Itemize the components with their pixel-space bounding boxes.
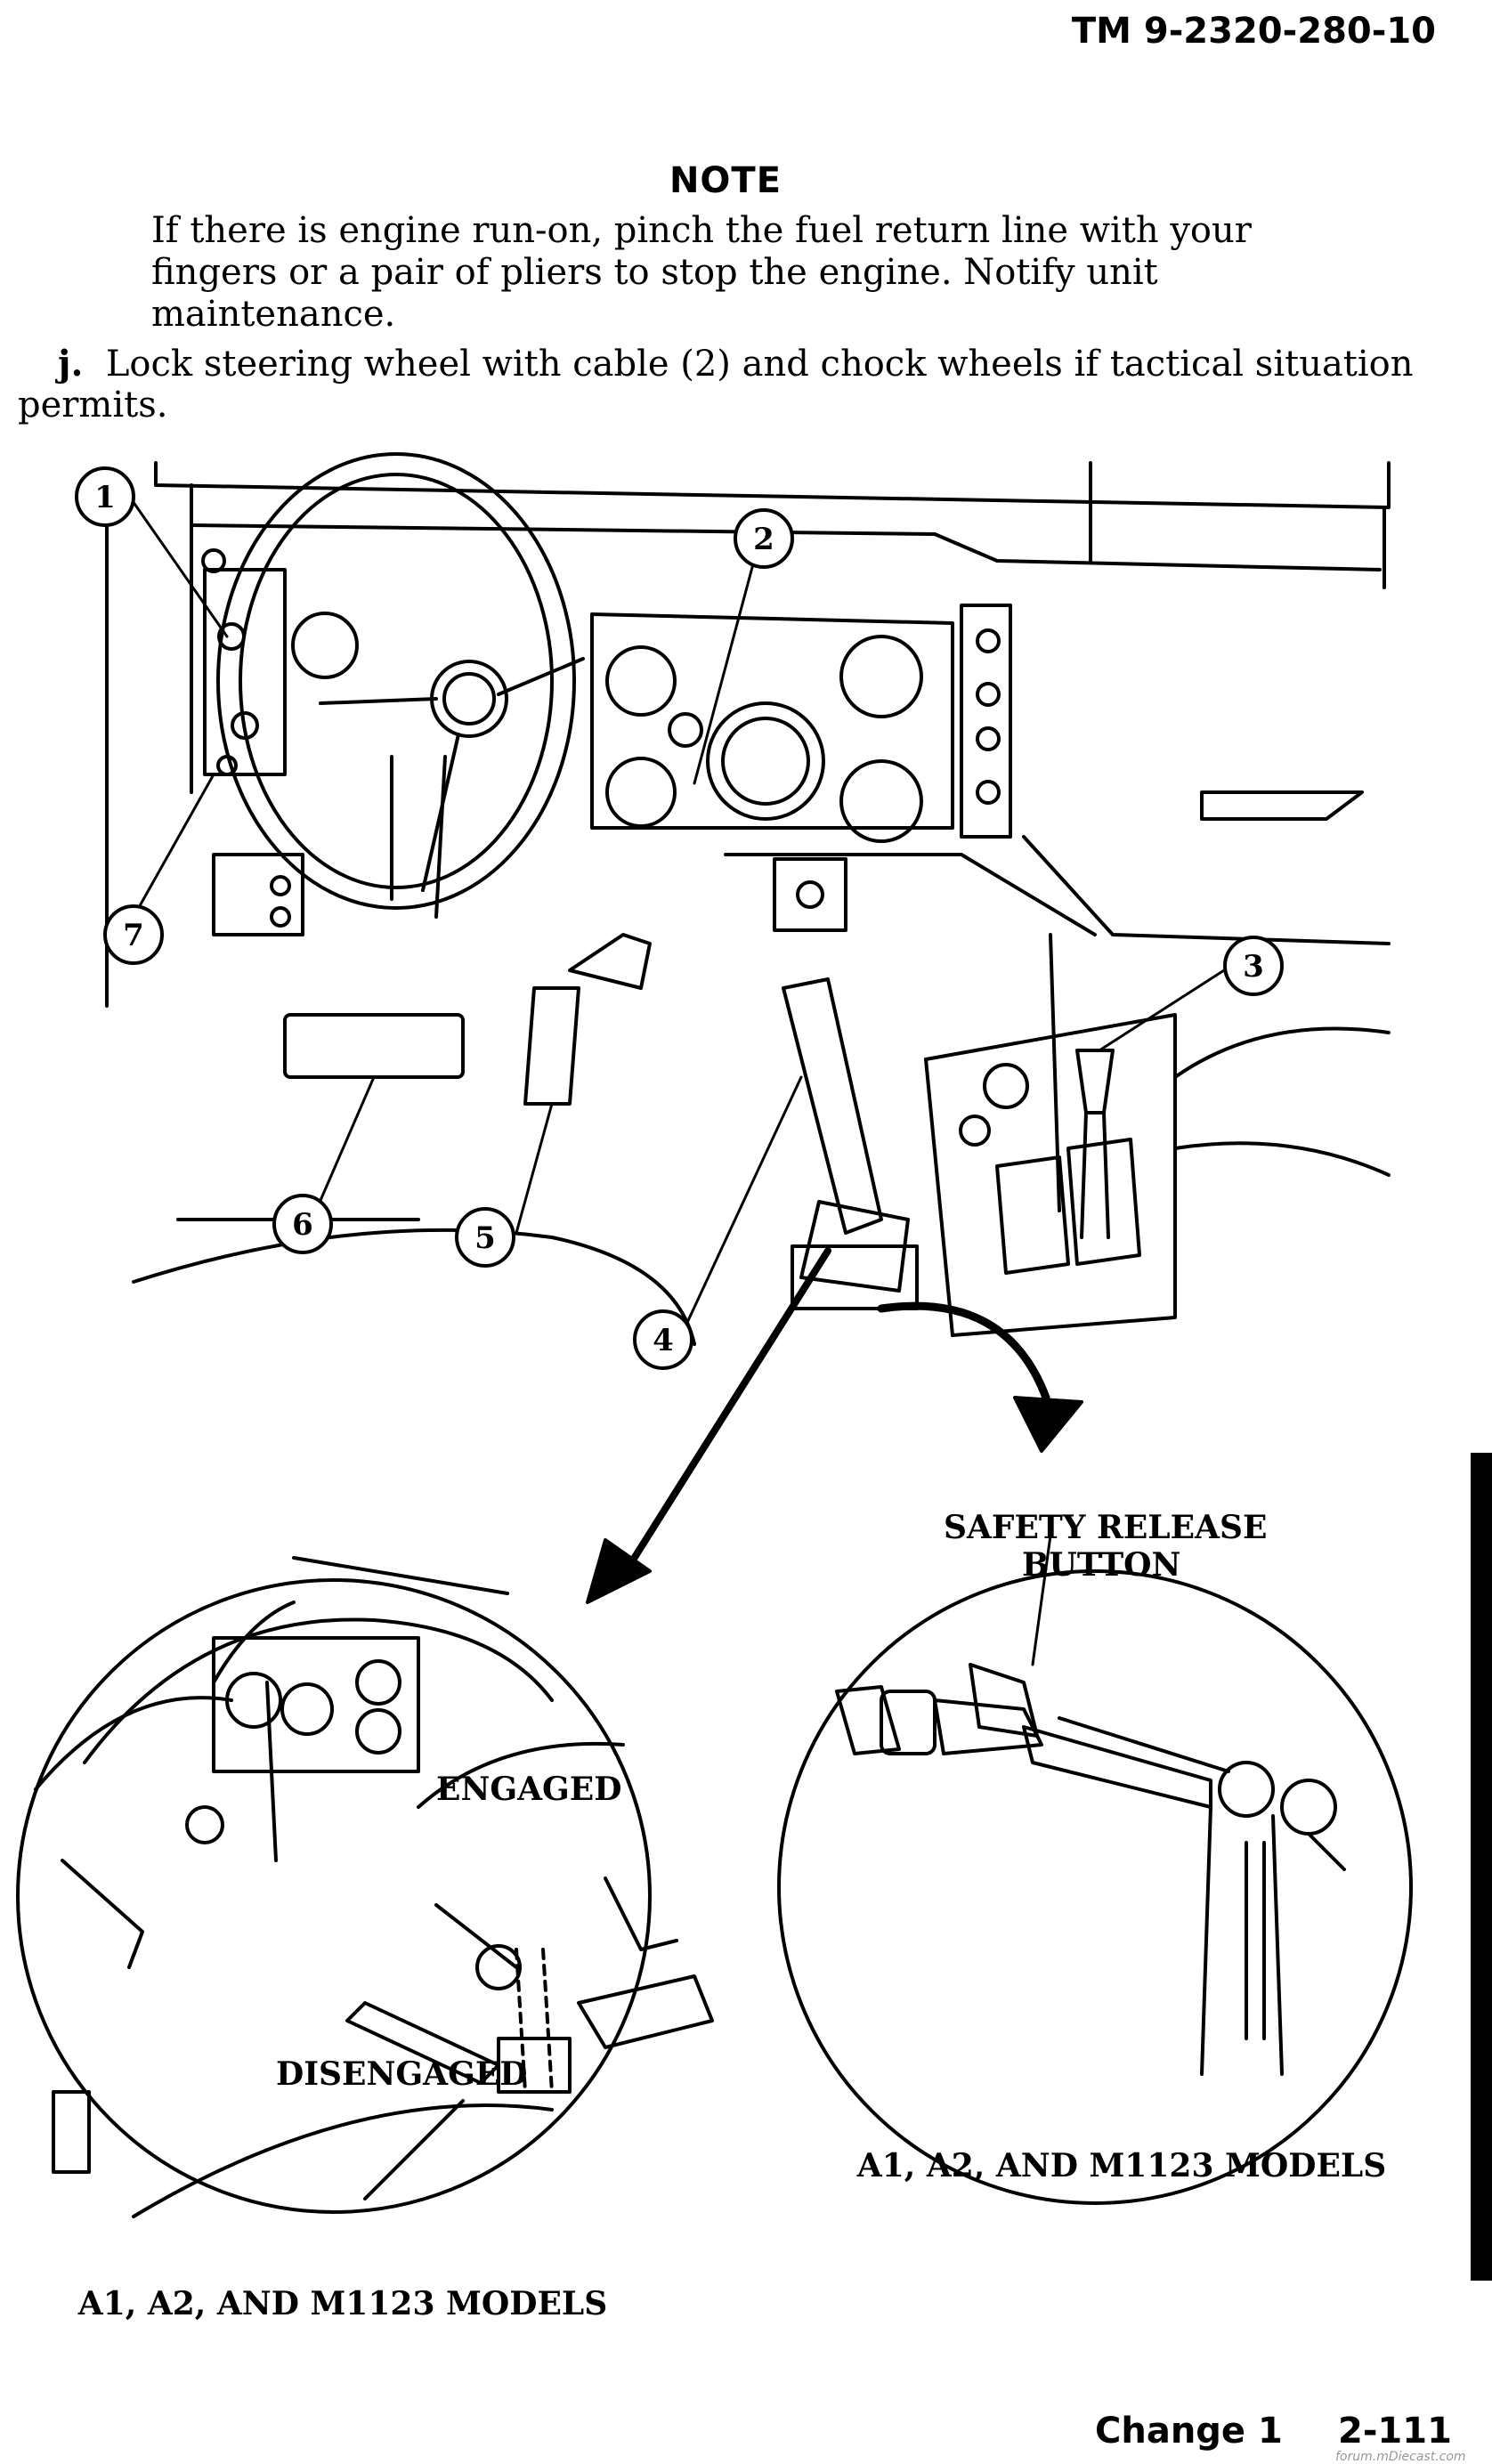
callout-leaders	[123, 488, 1226, 1328]
document-number: TM 9-2320-280-10	[1071, 11, 1436, 52]
callout-2: 2	[734, 508, 794, 569]
step-paragraph: j. Lock steering wheel with cable (2) an…	[18, 344, 1442, 426]
edge-index-tab	[1471, 1453, 1492, 2281]
svg-text:4: 4	[653, 1323, 674, 1358]
watermark: forum.mDiecast.com	[1335, 2450, 1466, 2464]
svg-text:6: 6	[292, 1207, 313, 1243]
callout-3: 3	[1223, 936, 1284, 996]
step-letter: j.	[58, 343, 84, 385]
svg-text:2: 2	[753, 522, 774, 557]
callout-5: 5	[455, 1207, 515, 1268]
change-label: Change 1	[1095, 2411, 1283, 2452]
step-text: Lock steering wheel with cable (2) and c…	[18, 344, 1414, 426]
page-number: 2-111	[1338, 2411, 1452, 2452]
svg-text:7: 7	[123, 918, 144, 953]
engaged-label: ENGAGED	[436, 1771, 621, 1808]
callout-7: 7	[103, 904, 164, 965]
callout-6: 6	[272, 1194, 333, 1254]
left-detail-circle	[16, 1556, 714, 2218]
callout-1: 1	[75, 466, 135, 527]
note-text: If there is engine run-on, pinch the fue…	[151, 210, 1252, 335]
svg-text:5: 5	[474, 1220, 496, 1256]
dashboard-drawing	[105, 452, 1391, 1346]
right-detail-circle	[777, 1534, 1413, 2205]
svg-text:3: 3	[1243, 949, 1264, 985]
dashboard-illustration: 1 2 3 4 5 6 7	[16, 452, 1413, 2322]
note-heading: NOTE	[669, 160, 782, 201]
left-detail-caption: A1, A2, AND M1123 MODELS	[77, 2285, 607, 2322]
callout-4: 4	[633, 1309, 693, 1370]
svg-text:1: 1	[94, 480, 116, 515]
detail-arrows	[586, 1247, 1083, 1604]
disengaged-label: DISENGAGED	[276, 2055, 527, 2093]
safety-release-label-line2: BUTTON	[1022, 1546, 1180, 1584]
safety-release-label-line1: SAFETY RELEASE	[944, 1509, 1267, 1546]
right-detail-caption: A1, A2, AND M1123 MODELS	[856, 2147, 1386, 2184]
